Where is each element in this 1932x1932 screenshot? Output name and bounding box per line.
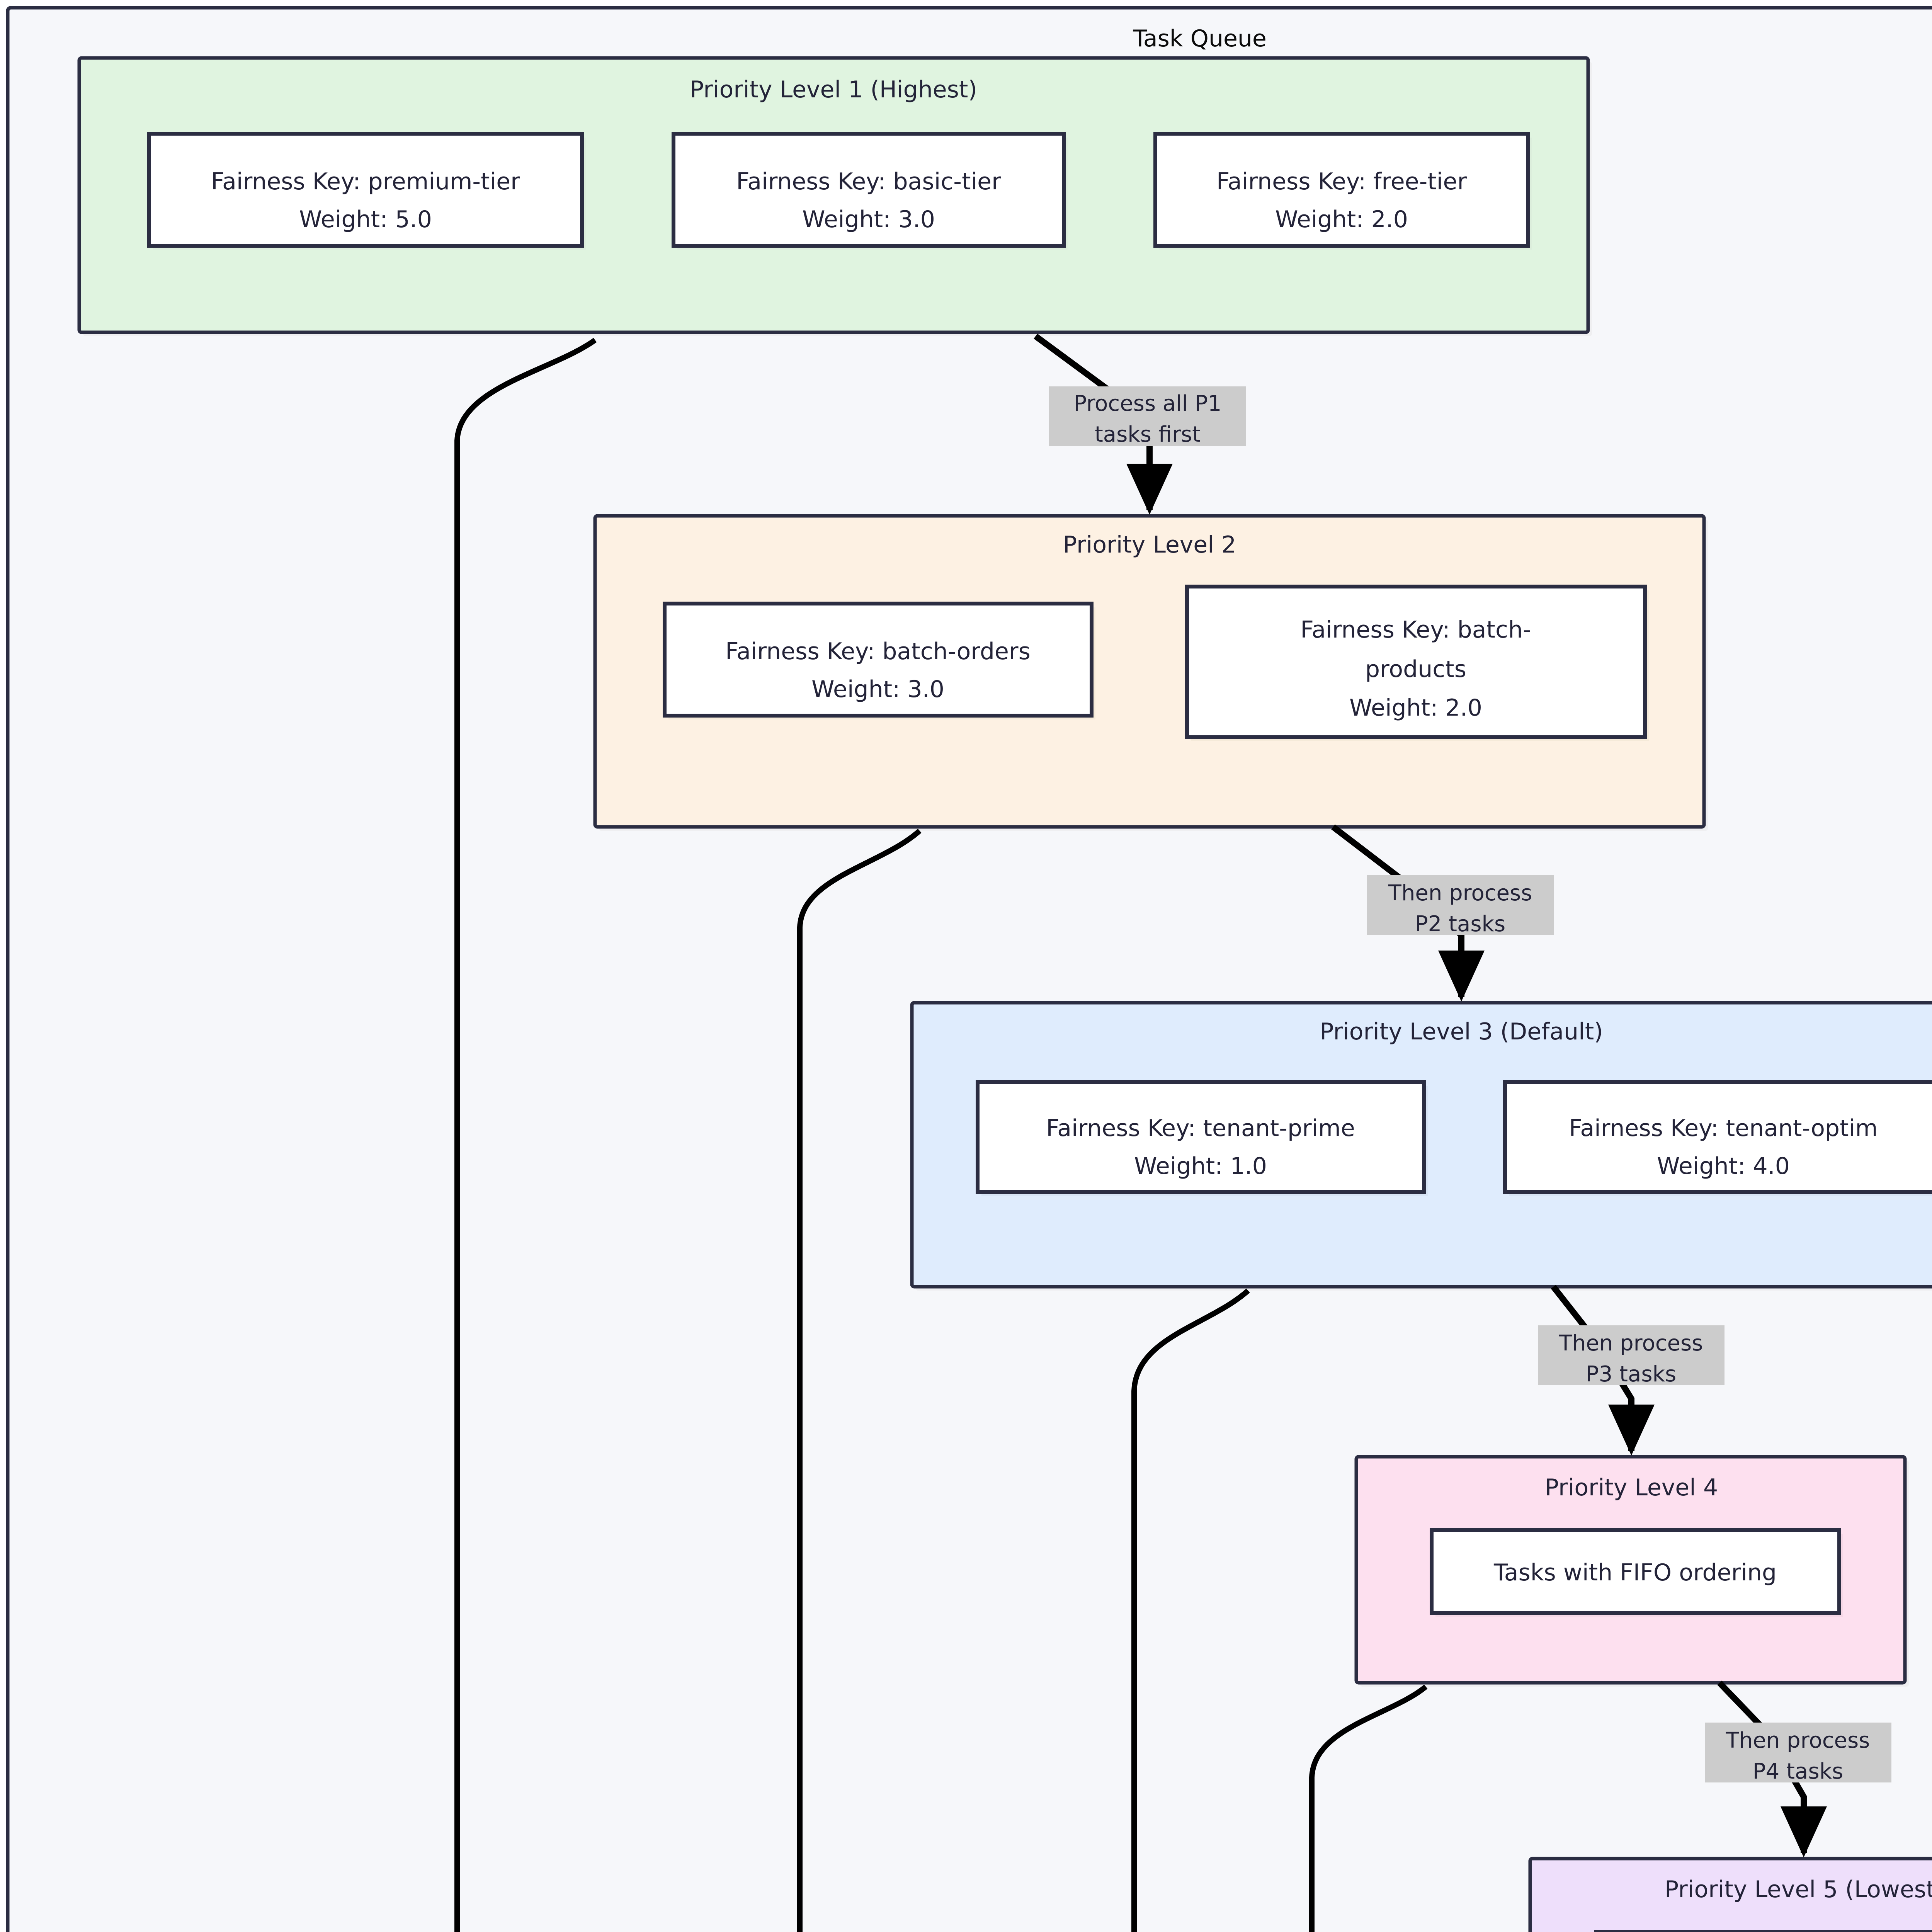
cluster-priority-3-title: Priority Level 3 (Default)	[1320, 1018, 1603, 1045]
edge-p2-to-workers	[797, 828, 922, 1932]
node-p2-batch-orders-key: Fairness Key: batch-orders	[725, 638, 1031, 665]
node-p2-batch-products-key2: products	[1365, 656, 1466, 683]
cluster-priority-1-title: Priority Level 1 (Highest)	[690, 76, 977, 103]
cluster-priority-5-title: Priority Level 5 (Lowest)	[1665, 1876, 1932, 1903]
node-p1-basic-tier-key: Fairness Key: basic-tier	[736, 168, 1001, 195]
node-p1-basic-tier-weight: Weight: 3.0	[802, 206, 935, 233]
node-p1-premium-tier-weight: Weight: 5.0	[299, 206, 432, 233]
node-p4-fifo[interactable]	[1430, 1528, 1841, 1615]
cluster-priority-5	[1528, 1857, 1932, 1932]
root-container-title: Task Queue	[1133, 25, 1267, 52]
edge-label-box-p4	[1705, 1723, 1891, 1782]
edge-label-box-p3	[1538, 1325, 1725, 1385]
edge-label-p1-line1: Process all P1	[1074, 391, 1222, 416]
edge-p1-to-workers	[454, 338, 597, 1932]
node-p3-tenant-prime[interactable]	[976, 1080, 1426, 1194]
edge-p3-to-workers	[1131, 1288, 1250, 1932]
edge-label-p3-line1: Then process	[1559, 1331, 1703, 1356]
node-p2-batch-products[interactable]	[1185, 585, 1647, 739]
node-p2-batch-orders-weight: Weight: 3.0	[811, 676, 944, 703]
cluster-priority-2-title: Priority Level 2	[1063, 531, 1236, 558]
node-p4-fifo-label: Tasks with FIFO ordering	[1493, 1559, 1777, 1586]
node-p3-tenant-optim-key: Fairness Key: tenant-optim	[1569, 1115, 1878, 1142]
node-p3-tenant-optim-weight: Weight: 4.0	[1657, 1153, 1790, 1180]
edge-label-box-p2	[1367, 875, 1554, 935]
node-p1-free-tier-key: Fairness Key: free-tier	[1216, 168, 1467, 195]
node-p1-premium-tier-key: Fairness Key: premium-tier	[211, 168, 520, 195]
node-p1-free-tier[interactable]	[1153, 132, 1530, 248]
node-p3-tenant-prime-weight: Weight: 1.0	[1134, 1153, 1267, 1180]
edge-label-box-p1	[1049, 386, 1246, 446]
edge-label-p1-line2: tasks first	[1095, 422, 1201, 447]
edge-p4-to-workers	[1309, 1684, 1428, 1932]
cluster-task-queue	[6, 6, 1932, 1932]
node-p3-tenant-optim[interactable]	[1503, 1080, 1932, 1194]
edge-label-p4-line2: P4 tasks	[1753, 1759, 1843, 1784]
node-p3-tenant-prime-key: Fairness Key: tenant-prime	[1046, 1115, 1355, 1142]
node-p1-basic-tier[interactable]	[672, 132, 1066, 248]
edge-label-p2-line1: Then process	[1388, 881, 1532, 906]
node-p1-free-tier-weight: Weight: 2.0	[1275, 206, 1408, 233]
node-p2-batch-products-key: Fairness Key: batch-	[1300, 616, 1531, 643]
node-p2-batch-products-weight: Weight: 2.0	[1349, 694, 1482, 721]
node-p1-premium-tier[interactable]	[147, 132, 584, 248]
node-p2-batch-orders[interactable]	[663, 602, 1094, 718]
edge-label-p3-line2: P3 tasks	[1586, 1362, 1676, 1387]
cluster-priority-4-title: Priority Level 4	[1545, 1474, 1718, 1501]
edge-label-p4-line1: Then process	[1726, 1728, 1870, 1753]
edge-label-p2-line2: P2 tasks	[1415, 912, 1505, 937]
